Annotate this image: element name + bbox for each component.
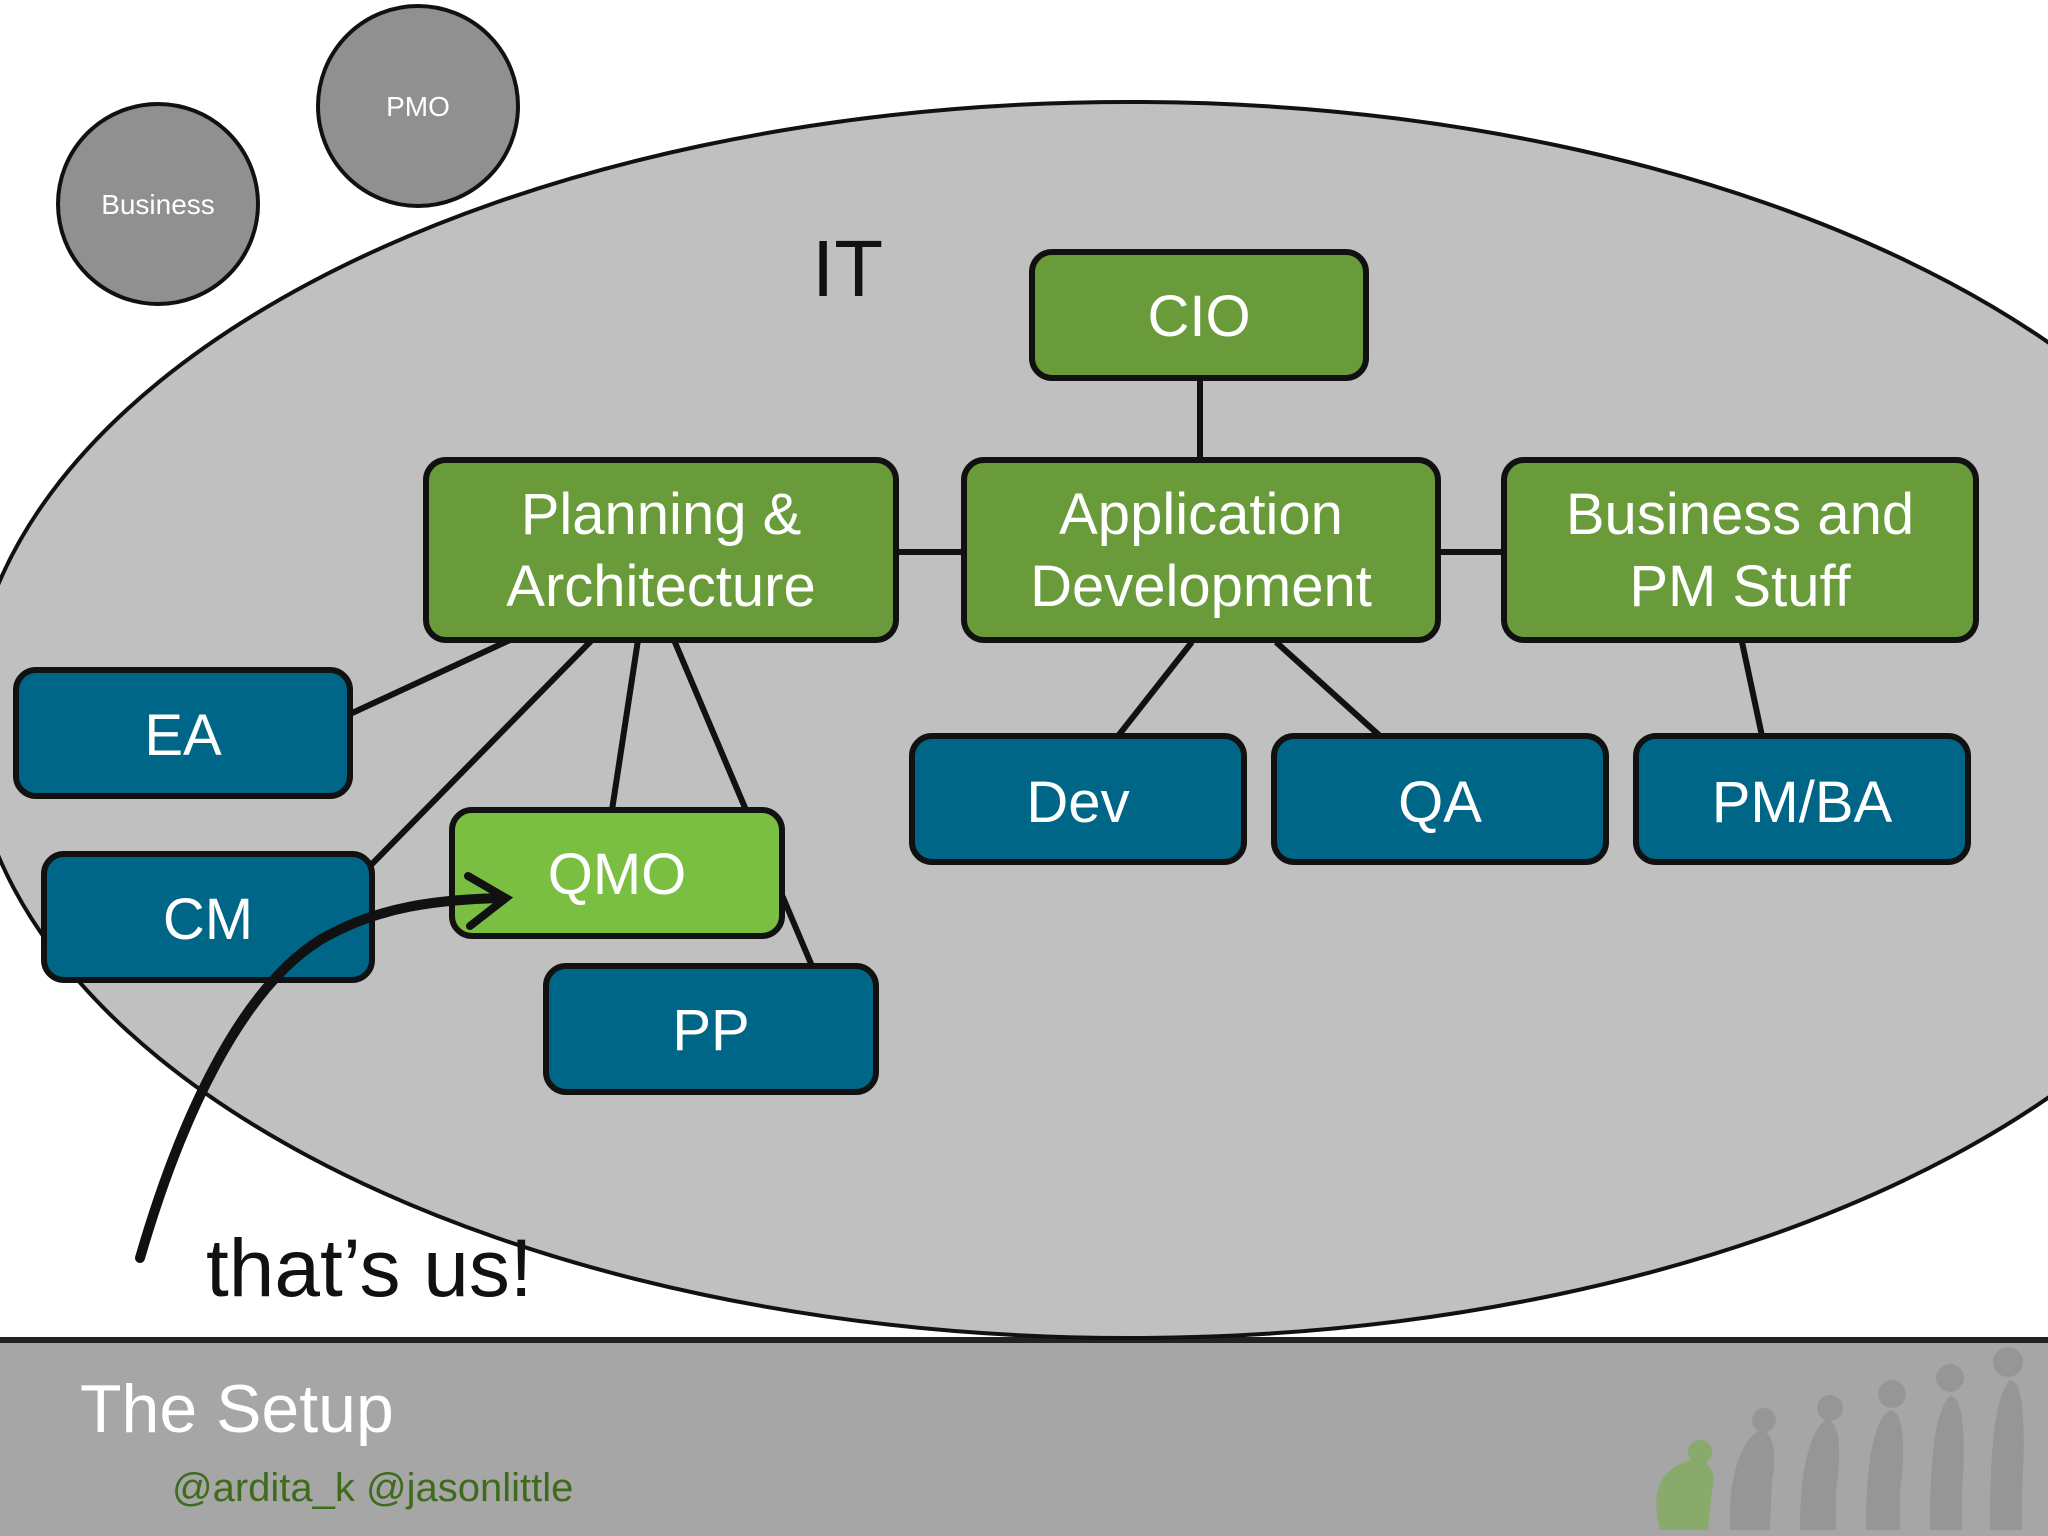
node-ea-label: EA [144, 703, 222, 768]
node-business-pm-stuff: Business and PM Stuff [1501, 457, 1979, 643]
node-business-line1: Business and [1566, 482, 1914, 547]
node-appdev-line2: Development [1030, 554, 1372, 619]
it-label: IT [812, 224, 883, 313]
edge-business-pmba [1739, 641, 1765, 737]
pmo-circle-label: PMO [386, 91, 450, 122]
footer-handles: @ardita_k @jasonlittle [172, 1466, 574, 1510]
node-appdev-line1: Application [1059, 482, 1343, 547]
evolution-silhouettes-image [1656, 1347, 2024, 1530]
node-qmo: QMO [449, 807, 785, 939]
node-cio: CIO [1029, 249, 1369, 381]
edge-appdev-qa [1273, 639, 1383, 739]
edge-planning-qmo [609, 639, 641, 811]
node-qa-label: QA [1398, 770, 1482, 835]
business-circle: Business [56, 102, 260, 306]
edge-appdev-dev [1115, 640, 1195, 738]
node-cm: CM [41, 851, 375, 983]
node-pmba-label: PM/BA [1712, 770, 1893, 835]
node-planning-architecture: Planning & Architecture [423, 457, 899, 643]
footer-title: The Setup [80, 1371, 394, 1447]
node-pp: PP [543, 963, 879, 1095]
connectors [348, 378, 1765, 968]
it-boundary [0, 100, 2048, 1340]
pmo-circle: PMO [316, 4, 520, 208]
node-qa: QA [1271, 733, 1609, 865]
node-cio-label: CIO [1147, 284, 1250, 349]
node-planning-line1: Planning & [521, 482, 802, 547]
callout-text: that’s us! [206, 1223, 533, 1314]
node-pm-ba: PM/BA [1633, 733, 1971, 865]
node-cm-label: CM [163, 887, 253, 952]
callout-arrow [135, 872, 514, 1263]
node-dev-label: Dev [1026, 770, 1129, 835]
node-ea: EA [13, 667, 353, 799]
node-business-line2: PM Stuff [1629, 554, 1851, 619]
node-application-development: Application Development [961, 457, 1441, 643]
edge-planning-cm [367, 637, 595, 869]
node-pp-label: PP [672, 998, 749, 1063]
edge-planning-ea [348, 637, 512, 717]
node-planning-line2: Architecture [506, 554, 815, 619]
footer-divider [0, 1337, 2048, 1343]
node-qmo-label: QMO [548, 842, 687, 907]
edge-planning-pp [671, 638, 815, 968]
business-circle-label: Business [101, 189, 215, 220]
node-dev: Dev [909, 733, 1247, 865]
